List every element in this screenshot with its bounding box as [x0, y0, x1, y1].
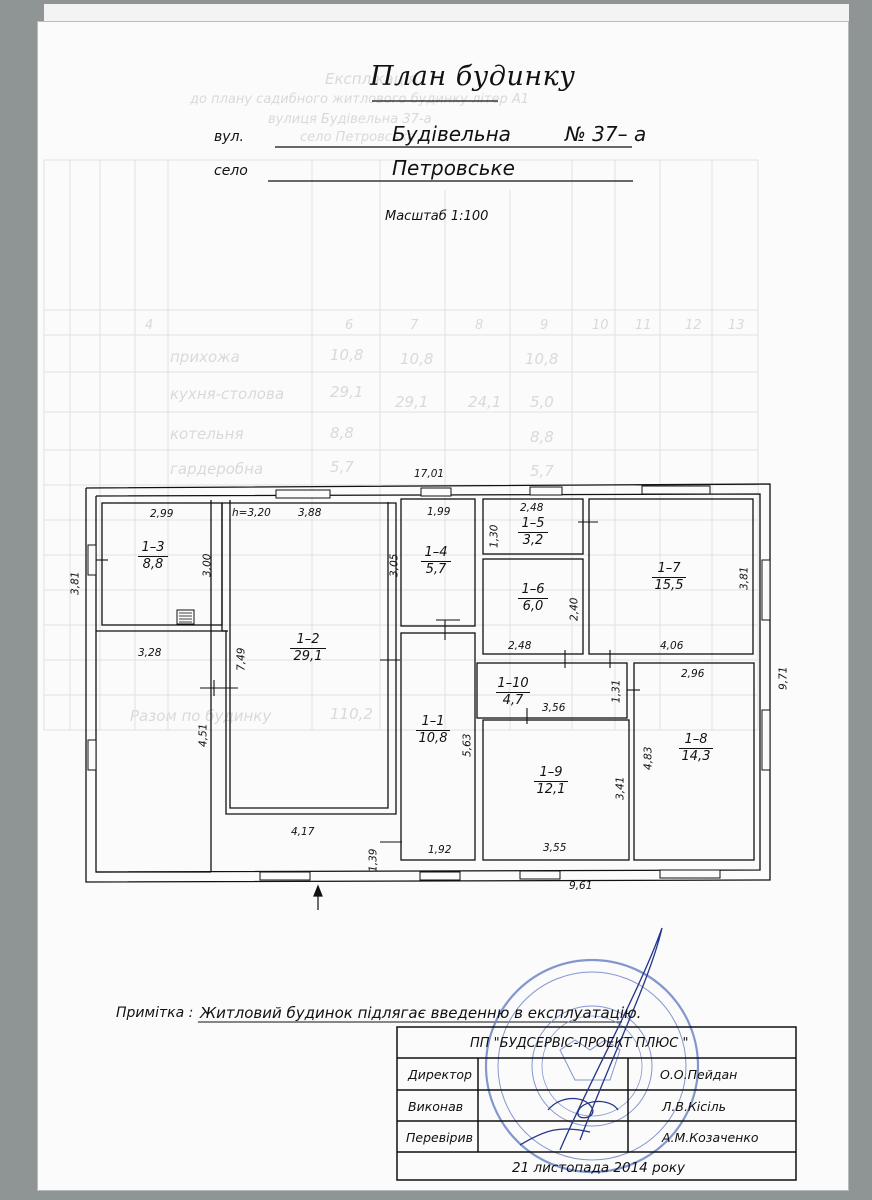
name-checker: А.М.Козаченко: [662, 1130, 759, 1145]
stove-icon: [176, 609, 195, 625]
dim-left-bottom: 4,51: [197, 723, 210, 747]
note-text: Житловий будинок підлягає введенню в екс…: [200, 1004, 642, 1022]
scale-label: Масштаб 1:100: [385, 209, 489, 224]
dim-r12-side: 7,49: [235, 647, 248, 671]
dim-r13-bottom: 3,28: [138, 647, 162, 659]
dim-overall-bottom: 9,61: [569, 880, 593, 892]
paper-sheet: [38, 22, 848, 1190]
document-title: План будинку: [370, 61, 576, 92]
handwritten-signatures: [519, 927, 663, 1151]
dim-r18-top: 2,96: [681, 668, 705, 680]
dim-r110-side: 1,31: [610, 679, 623, 703]
dim-overall-top: 17,01: [414, 468, 445, 480]
dim-ceiling: h=3,20: [232, 507, 271, 519]
title-block-grid: [396, 1026, 797, 1181]
company-name: ПП "БУДСЕРВІС-ПРОЕКТ ПЛЮС ": [470, 1036, 689, 1051]
dim-r19-top: 3,56: [542, 702, 566, 714]
street-value: Будівельна: [392, 122, 511, 146]
dim-r15-side: 1,30: [488, 524, 501, 548]
dim-r11-low: 1,39: [367, 848, 380, 872]
dim-r15-top: 2,48: [520, 502, 544, 514]
house-number: № 37– а: [565, 122, 647, 146]
walls: [85, 483, 771, 883]
name-executor: Л.В.Кісіль: [662, 1099, 726, 1114]
dim-r12-bottom: 4,17: [291, 826, 315, 838]
village-value: Петровське: [392, 156, 515, 180]
entrance-arrow-icon: [313, 884, 323, 910]
header-underlines: [268, 100, 633, 182]
name-director: О.О.Пейдан: [660, 1067, 738, 1082]
dim-r19-bottom: 3,55: [543, 842, 567, 854]
role-director: Директор: [408, 1067, 472, 1082]
dim-r13-side: 3,00: [201, 553, 214, 577]
dim-r19-side: 3,41: [614, 776, 627, 800]
dim-overall-right: 9,71: [777, 666, 790, 690]
door-ticks: [96, 521, 640, 843]
street-label: вул.: [214, 129, 244, 145]
village-label: село: [214, 163, 248, 179]
dim-r11-side: 5,63: [461, 733, 474, 757]
role-executor: Виконав: [408, 1099, 464, 1114]
dim-r16-bottom: 2,48: [508, 640, 532, 652]
note-label: Примітка :: [116, 1005, 194, 1021]
dim-r18-side: 4,83: [642, 746, 655, 770]
dim-left-top: 3,81: [69, 571, 82, 595]
dim-r14-top: 1,99: [427, 506, 451, 518]
dim-r17-side: 3,81: [738, 566, 751, 590]
dim-r11-bottom: 1,92: [428, 844, 452, 856]
dim-r12-top: 3,88: [298, 507, 322, 519]
windows: [87, 485, 771, 881]
dim-r13-top: 2,99: [150, 508, 174, 520]
approval-date: 21 листопада 2014 року: [512, 1160, 686, 1176]
round-seal: [484, 958, 700, 1174]
role-checker: Перевірив: [406, 1130, 473, 1145]
dim-r16-side: 2,40: [568, 597, 581, 621]
dim-r14-side: 3,05: [388, 553, 401, 577]
dim-r17-bottom: 4,06: [660, 640, 684, 652]
